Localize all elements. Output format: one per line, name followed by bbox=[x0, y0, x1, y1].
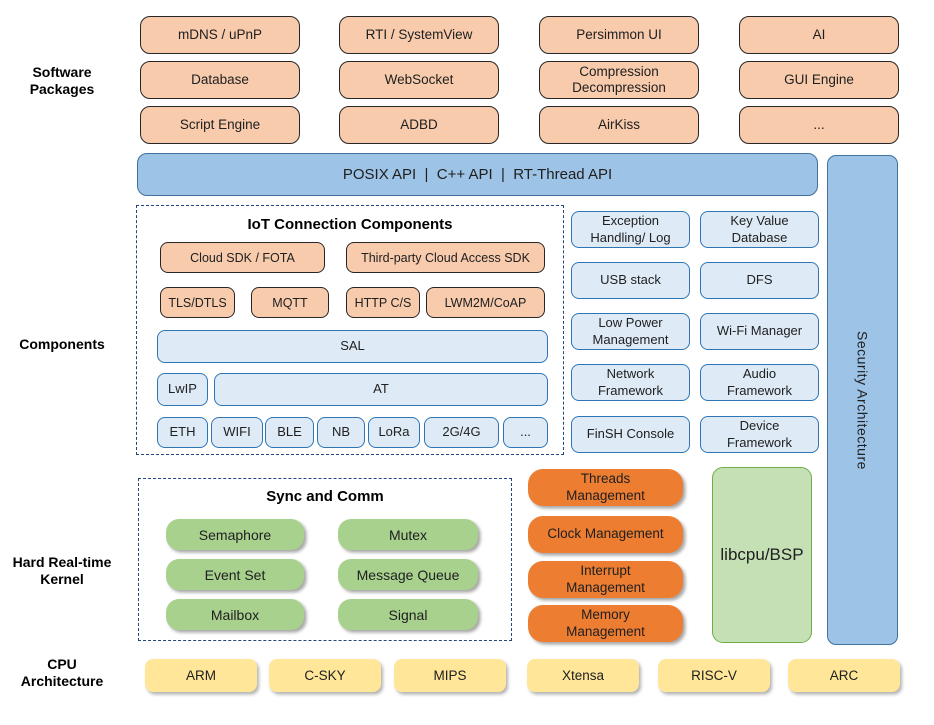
link-lora: LoRa bbox=[368, 417, 420, 448]
pkg-database: Database bbox=[140, 61, 300, 99]
sync-and-comm-group: Sync and Comm Semaphore Mutex Event Set … bbox=[138, 478, 512, 641]
sync-event-set: Event Set bbox=[166, 559, 304, 590]
iot-connection-components-group: IoT Connection Components Cloud SDK / FO… bbox=[136, 205, 564, 455]
pkg-airkiss: AirKiss bbox=[539, 106, 699, 144]
sync-group-title: Sync and Comm bbox=[266, 488, 384, 505]
link-more: ... bbox=[503, 417, 548, 448]
iot-group-title: IoT Connection Components bbox=[247, 216, 453, 233]
iot-lwip: LwIP bbox=[157, 373, 208, 406]
libcpu-bsp: libcpu/BSP bbox=[712, 467, 812, 643]
pkg-websocket: WebSocket bbox=[339, 61, 499, 99]
cpu-arc: ARC bbox=[788, 659, 900, 692]
cpu-risc-v: RISC-V bbox=[658, 659, 770, 692]
sync-semaphore: Semaphore bbox=[166, 519, 304, 550]
pkg-ai: AI bbox=[739, 16, 899, 54]
pkg-script-engine: Script Engine bbox=[140, 106, 300, 144]
iot-mqtt: MQTT bbox=[251, 287, 329, 318]
svc-dfs: DFS bbox=[700, 262, 819, 299]
pkg-mdns-upnp: mDNS / uPnP bbox=[140, 16, 300, 54]
link-ble: BLE bbox=[265, 417, 314, 448]
link-2g-4g: 2G/4G bbox=[424, 417, 499, 448]
iot-http-cs: HTTP C/S bbox=[346, 287, 420, 318]
iot-at: AT bbox=[214, 373, 548, 406]
iot-lwm2m-coap: LWM2M/CoAP bbox=[426, 287, 545, 318]
section-label-components: Components bbox=[19, 336, 105, 352]
pkg-compression-decompression: Compression Decompression bbox=[539, 61, 699, 99]
link-wifi: WIFI bbox=[211, 417, 263, 448]
mgmt-clock: Clock Management bbox=[528, 516, 683, 553]
sync-signal: Signal bbox=[338, 599, 478, 630]
pkg-more: ... bbox=[739, 106, 899, 144]
pkg-adbd: ADBD bbox=[339, 106, 499, 144]
pkg-gui-engine: GUI Engine bbox=[739, 61, 899, 99]
pkg-rti-systemview: RTI / SystemView bbox=[339, 16, 499, 54]
svc-finsh-console: FinSH Console bbox=[571, 416, 690, 453]
security-architecture-bar: Security Architecture bbox=[827, 155, 898, 645]
security-architecture-label: Security Architecture bbox=[854, 330, 871, 470]
sync-mutex: Mutex bbox=[338, 519, 478, 550]
sync-mailbox: Mailbox bbox=[166, 599, 304, 630]
cpu-arm: ARM bbox=[145, 659, 257, 692]
api-bar: POSIX API | C++ API | RT-Thread API bbox=[137, 153, 818, 196]
iot-third-party-sdk: Third-party Cloud Access SDK bbox=[346, 242, 545, 273]
cpu-c-sky: C-SKY bbox=[269, 659, 381, 692]
iot-cloud-sdk-fota: Cloud SDK / FOTA bbox=[160, 242, 325, 273]
cpu-mips: MIPS bbox=[394, 659, 506, 692]
iot-tls-dtls: TLS/DTLS bbox=[160, 287, 235, 318]
cpu-xtensa: Xtensa bbox=[527, 659, 639, 692]
svc-usb-stack: USB stack bbox=[571, 262, 690, 299]
svc-wifi-manager: Wi-Fi Manager bbox=[700, 313, 819, 350]
iot-sal: SAL bbox=[157, 330, 548, 363]
link-nb: NB bbox=[317, 417, 365, 448]
sync-message-queue: Message Queue bbox=[338, 559, 478, 590]
link-eth: ETH bbox=[157, 417, 208, 448]
pkg-persimmon-ui: Persimmon UI bbox=[539, 16, 699, 54]
